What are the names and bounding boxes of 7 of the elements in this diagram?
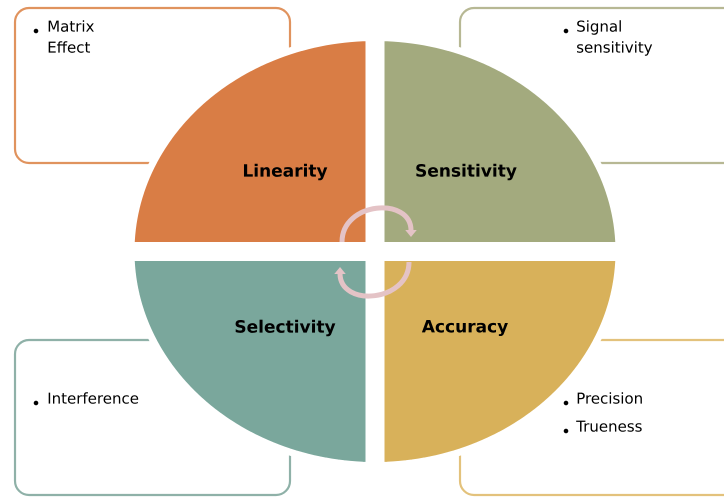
cycle-arrow [340,206,417,242]
node-label: Trueness [576,420,642,432]
node-label: Precision [578,392,642,404]
node-label: Signal sensitivity [577,20,652,56]
node-label: Matrix Effect [48,20,94,53]
node-label: Interference [48,392,138,404]
cycle-arrow [334,262,412,298]
